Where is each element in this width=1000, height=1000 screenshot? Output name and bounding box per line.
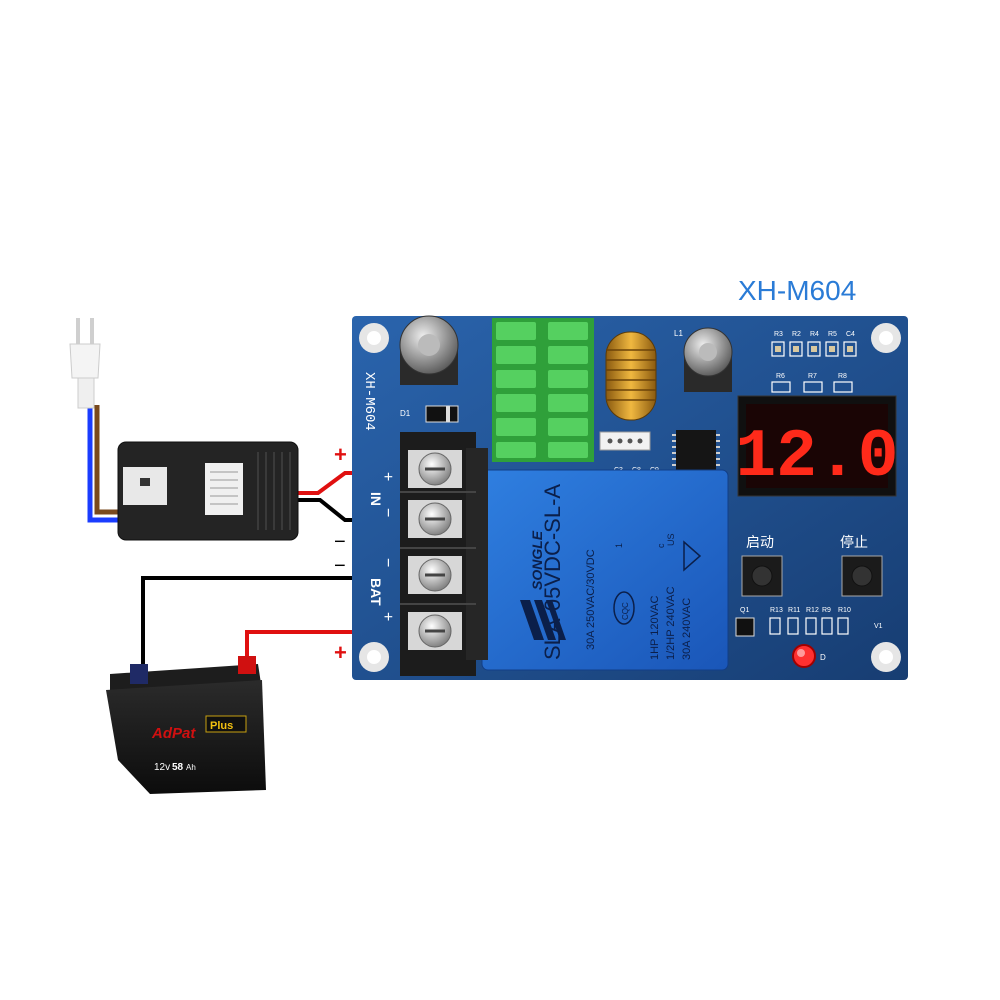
battery-brand: AdPat (151, 725, 196, 742)
silkscreen-model: XH-M604 (361, 372, 377, 431)
seven-segment-display: 12.0 (735, 395, 899, 497)
silk-plus-bat: + (379, 612, 396, 621)
label-r8: R8 (838, 373, 847, 380)
mains-wire-brown (94, 405, 125, 515)
relay-rating-2: 1HP 120VAC (649, 596, 661, 660)
battery-wire-black (141, 576, 410, 678)
label-v1: V1 (874, 623, 883, 630)
adapter-vents (257, 452, 291, 530)
smd-group-bottom: Q1 R13 R11 R12 R9 R10 V1 (735, 607, 883, 637)
diode-d1 (425, 405, 459, 423)
mounting-holes (359, 323, 901, 672)
terminal-screw-bat-minus[interactable] (408, 556, 462, 594)
terminal-screw-in-plus[interactable] (408, 450, 462, 488)
adapter-socket-icon (140, 478, 150, 486)
label-q1: Q1 (740, 607, 749, 614)
in-plus-mark: + (334, 442, 347, 467)
relay-rating-4: 30A 240VAC (681, 598, 693, 660)
adapter-sticker-lines (210, 471, 238, 505)
battery-capacity-unit: Ah (186, 763, 196, 772)
label-d: D (820, 653, 826, 662)
bat-minus-mark: − (334, 555, 346, 577)
relay-cqc: CQC (621, 602, 630, 620)
silk-bat-label: BAT (368, 578, 384, 606)
pcb-board: XH-M604 + IN − − BAT + D1 (352, 315, 908, 680)
mains-wire-blue (87, 405, 125, 523)
ic-chip (672, 430, 720, 474)
wires (87, 405, 410, 678)
relay-rating-1: 30A 250VAC/30VDC (585, 549, 597, 650)
label-c4: C4 (846, 331, 855, 338)
battery-terminal-negative (130, 664, 148, 684)
relay-warning-icon (683, 540, 702, 572)
label-r2: R2 (792, 331, 801, 338)
relay-us-mark: US (666, 533, 676, 546)
start-button[interactable] (741, 555, 783, 597)
display-value: 12.0 (735, 419, 898, 496)
terminal-screw-bat-plus[interactable] (408, 612, 462, 650)
in-minus-mark: − (334, 531, 346, 553)
battery-badge: Plus (210, 720, 233, 732)
label-r9: R9 (822, 607, 831, 614)
battery-badge-box (205, 715, 247, 733)
diagram-title: XH-M604 (738, 275, 856, 306)
label-r7: R7 (808, 373, 817, 380)
plug-prong-left (76, 318, 80, 346)
battery-voltage: 12v (154, 762, 170, 773)
label-r12: R12 (806, 607, 819, 614)
car-battery: AdPat Plus 12v 58 Ah (106, 656, 266, 794)
transistor-q1 (735, 617, 755, 637)
label-r10: R10 (838, 607, 851, 614)
relay-brand: SONGLE (529, 530, 545, 590)
label-r11: R11 (788, 607, 800, 614)
label-d1: D1 (400, 409, 411, 418)
status-led (792, 644, 816, 668)
terminal-screws (408, 450, 462, 650)
silk-in-label: IN (368, 492, 384, 506)
silk-plus-in: + (379, 472, 396, 481)
silk-minus-bat: − (379, 558, 396, 567)
stop-button[interactable] (841, 555, 883, 597)
mains-plug (69, 318, 101, 409)
battery-capacity: 58 (172, 762, 184, 773)
stop-label: 停止 (840, 534, 868, 550)
capacitor-large (399, 315, 459, 385)
smd-group-top: R3 R2 R4 R5 C4 R6 R7 R8 (771, 331, 857, 393)
label-r4: R4 (810, 331, 819, 338)
diode-d1-band (446, 406, 450, 422)
label-r6: R6 (776, 373, 785, 380)
status-led-highlight (797, 649, 805, 657)
label-r13: R13 (770, 607, 783, 614)
relay: SLA-05VDC-SL-A SONGLE 30A 250VAC/30VDC 1… (481, 469, 729, 671)
relay-cqc-logo (613, 591, 635, 625)
silk-minus-in: − (379, 508, 396, 517)
label-r5: R5 (828, 331, 837, 338)
bat-plus-mark: + (334, 640, 347, 665)
label-l1: L1 (674, 329, 683, 338)
battery-case (106, 680, 266, 794)
plug-body (69, 343, 101, 379)
toroid-inductor (599, 331, 657, 451)
plug-prong-right (90, 318, 94, 346)
label-r3: R3 (774, 331, 783, 338)
capacitor-small (683, 327, 733, 392)
adapter-sticker (205, 463, 243, 515)
relay-brand-logo (520, 600, 566, 640)
plug-strain-relief (77, 377, 95, 409)
heatsink (492, 318, 594, 462)
start-label: 启动 (746, 534, 774, 550)
battery-terminal-positive (238, 656, 256, 674)
relay-one: 1 (614, 543, 624, 548)
relay-c-mark: c (656, 543, 666, 548)
terminal-screw-in-minus[interactable] (408, 500, 462, 538)
relay-rating-3: 1/2HP 240VAC (665, 586, 677, 660)
power-adapter (117, 441, 299, 541)
